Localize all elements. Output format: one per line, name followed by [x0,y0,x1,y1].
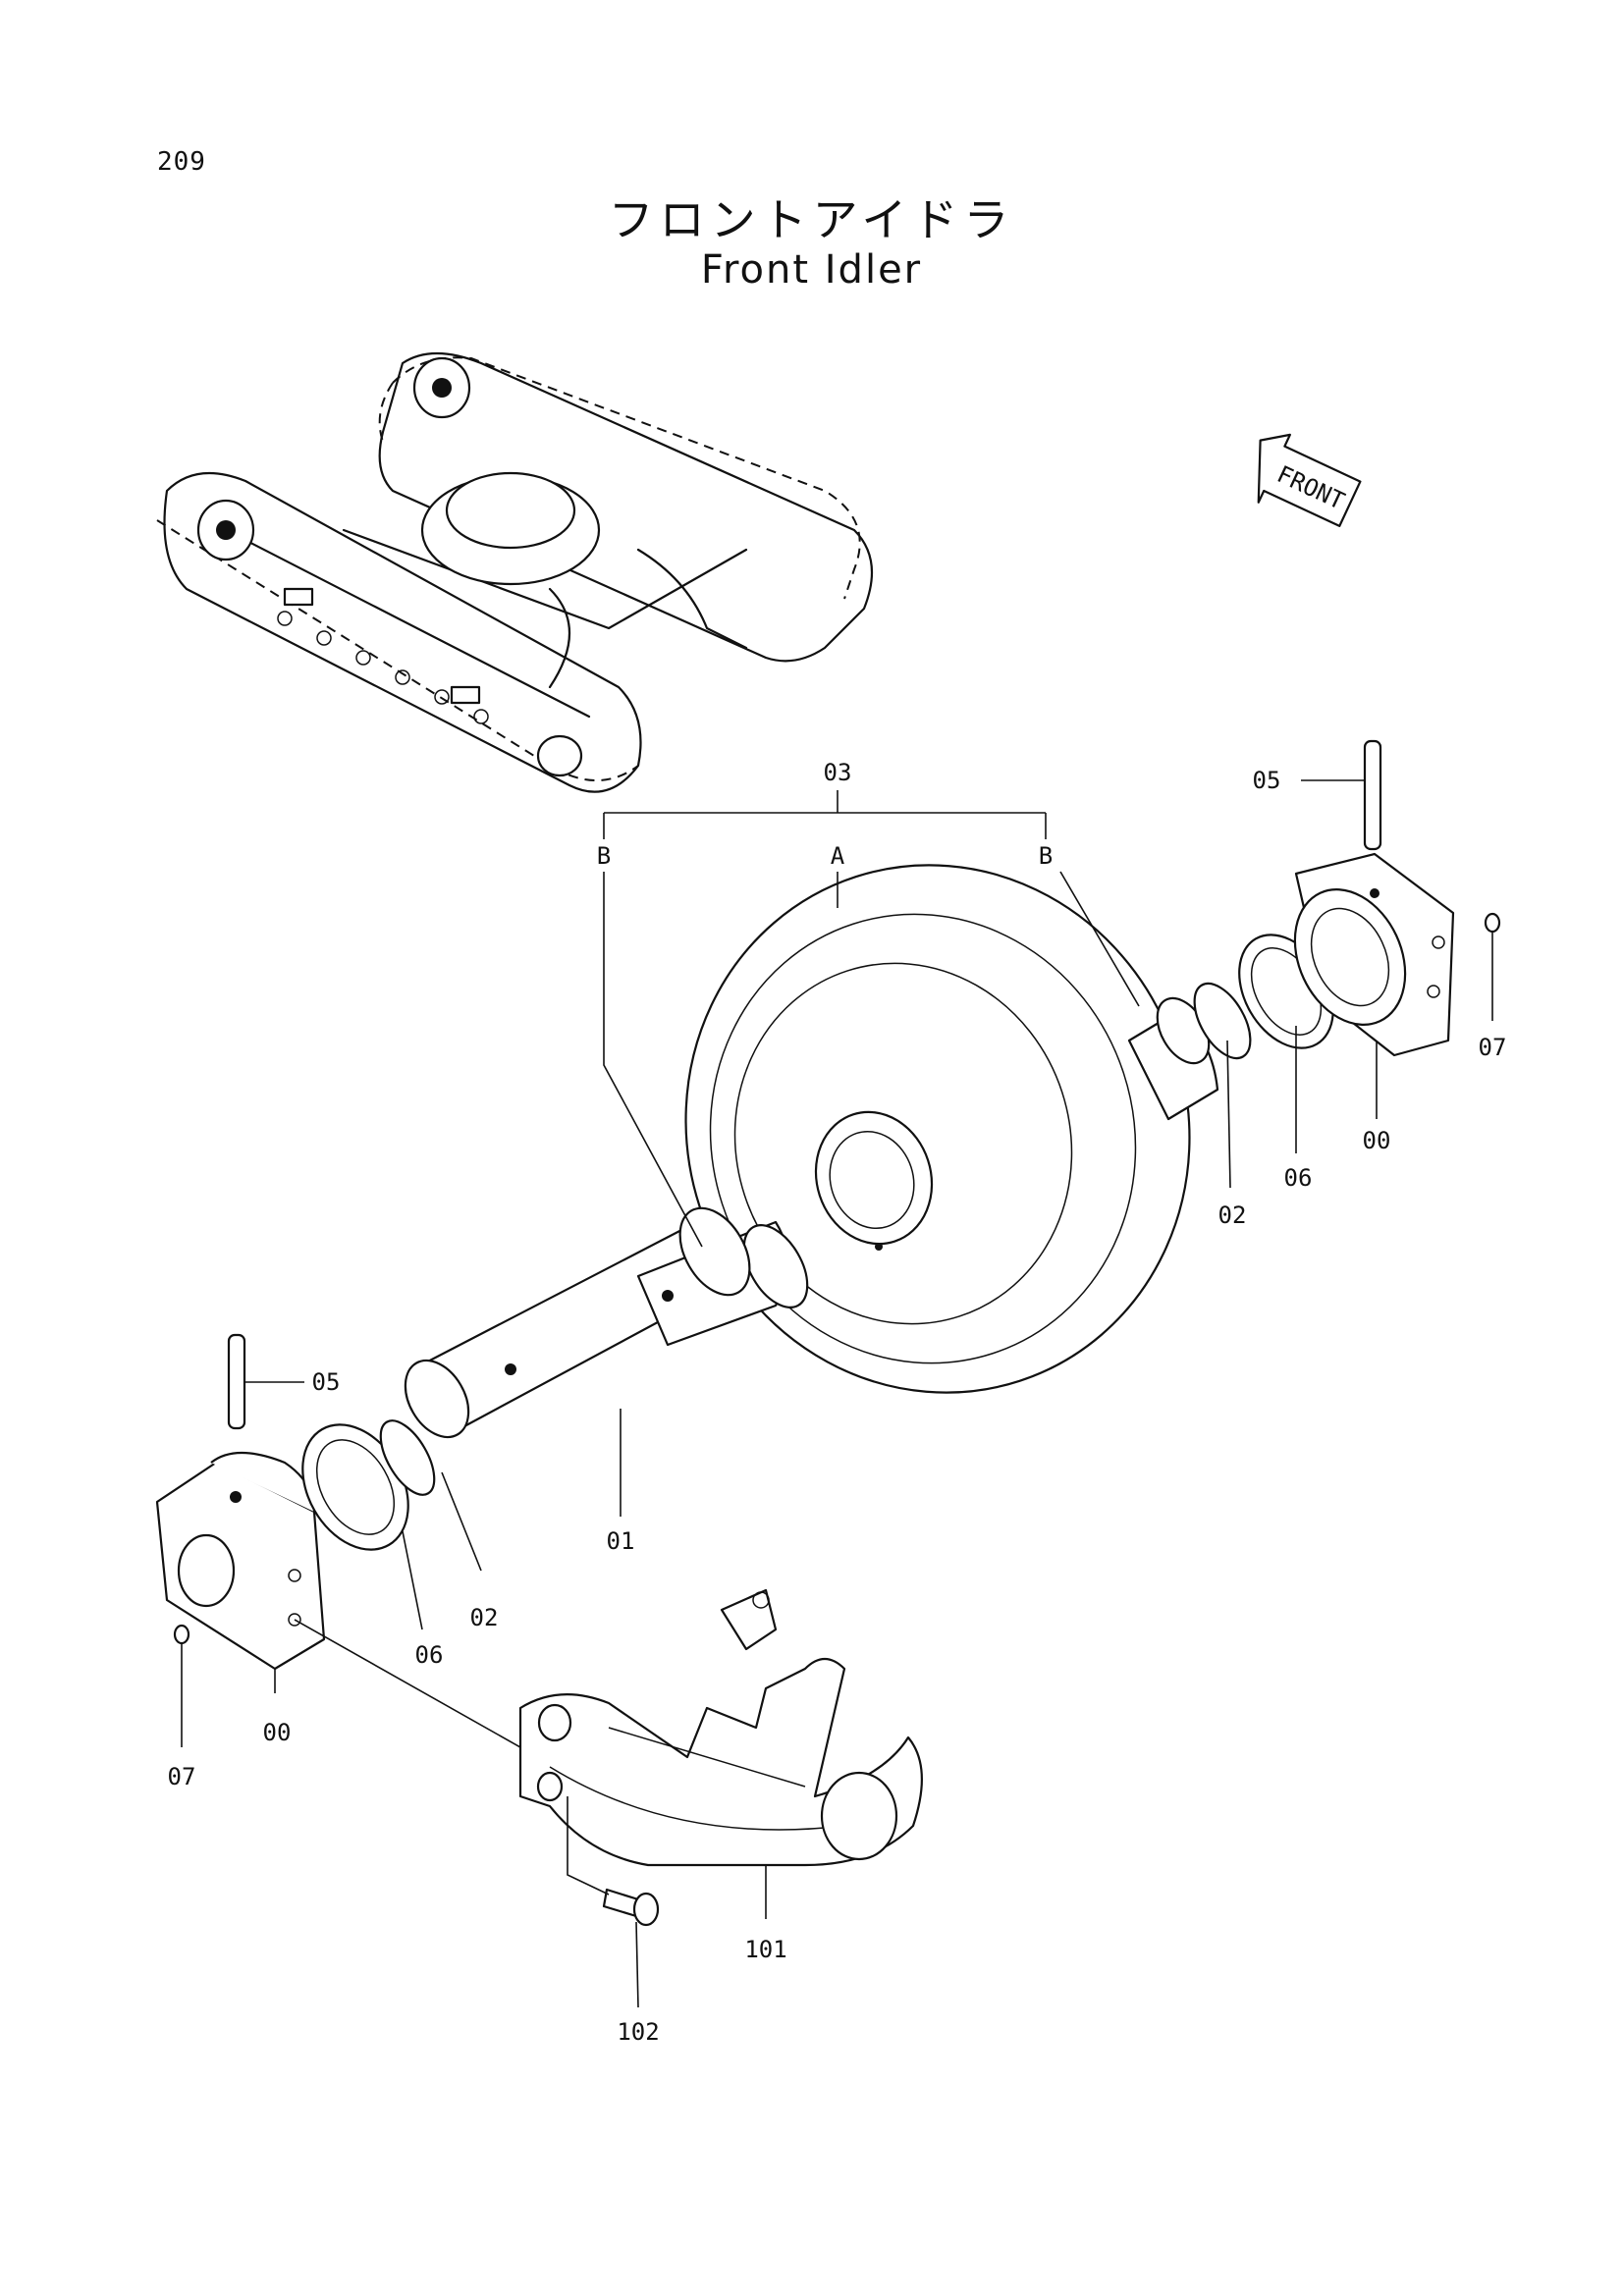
setscrew-left [173,1624,190,1645]
bearing-block-right [1293,852,1455,1057]
callout-b-right: B [1039,842,1053,870]
idler-support-bracket [518,1588,923,1867]
callout-02-right: 02 [1218,1201,1247,1229]
callout-07-right: 07 [1479,1034,1507,1061]
callout-05-left: 05 [312,1368,341,1396]
callout-a: A [831,842,845,870]
title-english: Front Idler [700,247,923,293]
callout-b-left: B [597,842,611,870]
pin-right [1363,739,1382,851]
bearing-block-left [155,1451,326,1671]
leader-lines [181,779,1493,2008]
o-ring-left [379,1419,436,1496]
callout-101: 101 [744,1936,786,1963]
callout-00-left: 00 [263,1719,292,1746]
callout-07-left: 07 [168,1763,196,1790]
callout-102: 102 [617,2018,659,2046]
front-direction-arrow-icon: FRONT [1257,433,1362,528]
callout-02-left: 02 [470,1604,499,1631]
undercarriage-overview-illustration [156,351,874,793]
callout-01: 01 [607,1527,635,1555]
callout-00-right: 00 [1363,1127,1391,1154]
title-japanese: フロントアイドラ [608,193,1015,246]
o-ring-right [1193,982,1252,1060]
callout-05-right: 05 [1253,767,1281,794]
bracket-bolt [602,1888,660,1927]
callout-06-left: 06 [415,1641,444,1669]
axle-shaft [404,1206,809,1439]
callout-06-right: 06 [1284,1164,1313,1192]
page-number: 209 [157,147,206,177]
pin-left [227,1333,246,1430]
floating-seal-left [301,1423,409,1551]
callout-03: 03 [824,759,852,786]
setscrew-right [1484,912,1501,934]
idler-wheel [684,864,1191,1394]
